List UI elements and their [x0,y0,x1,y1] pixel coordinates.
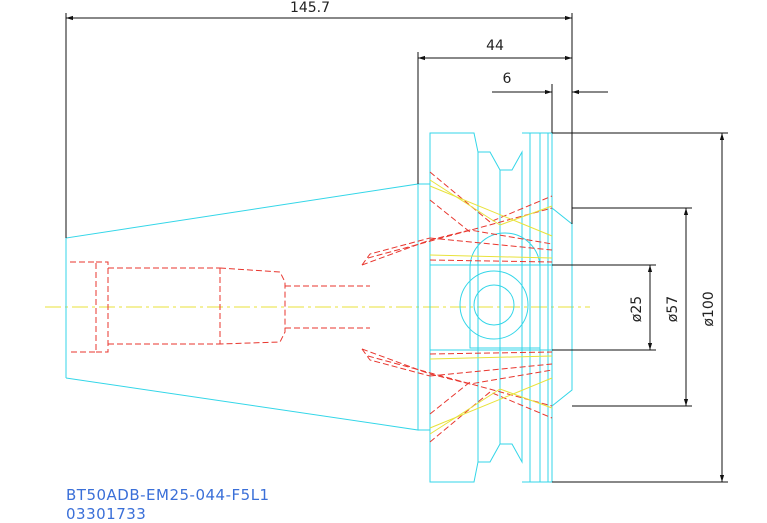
hidden-lines [70,171,553,443]
dim-overall-length: 145.7 [290,0,330,16]
dim-dia-bore: ø25 [629,296,645,322]
construction-lines [429,179,553,435]
dimension-lines [65,13,728,483]
dim-flange-length: 44 [486,38,504,54]
dim-dia-flange: ø100 [701,291,717,326]
dim-dia-step: ø57 [665,296,681,322]
part-code: 03301733 [66,505,146,523]
dim-flange-step: 6 [503,71,512,87]
flange-outline [418,132,573,483]
part-model: BT50ADB-EM25-044-F5L1 [66,486,270,504]
